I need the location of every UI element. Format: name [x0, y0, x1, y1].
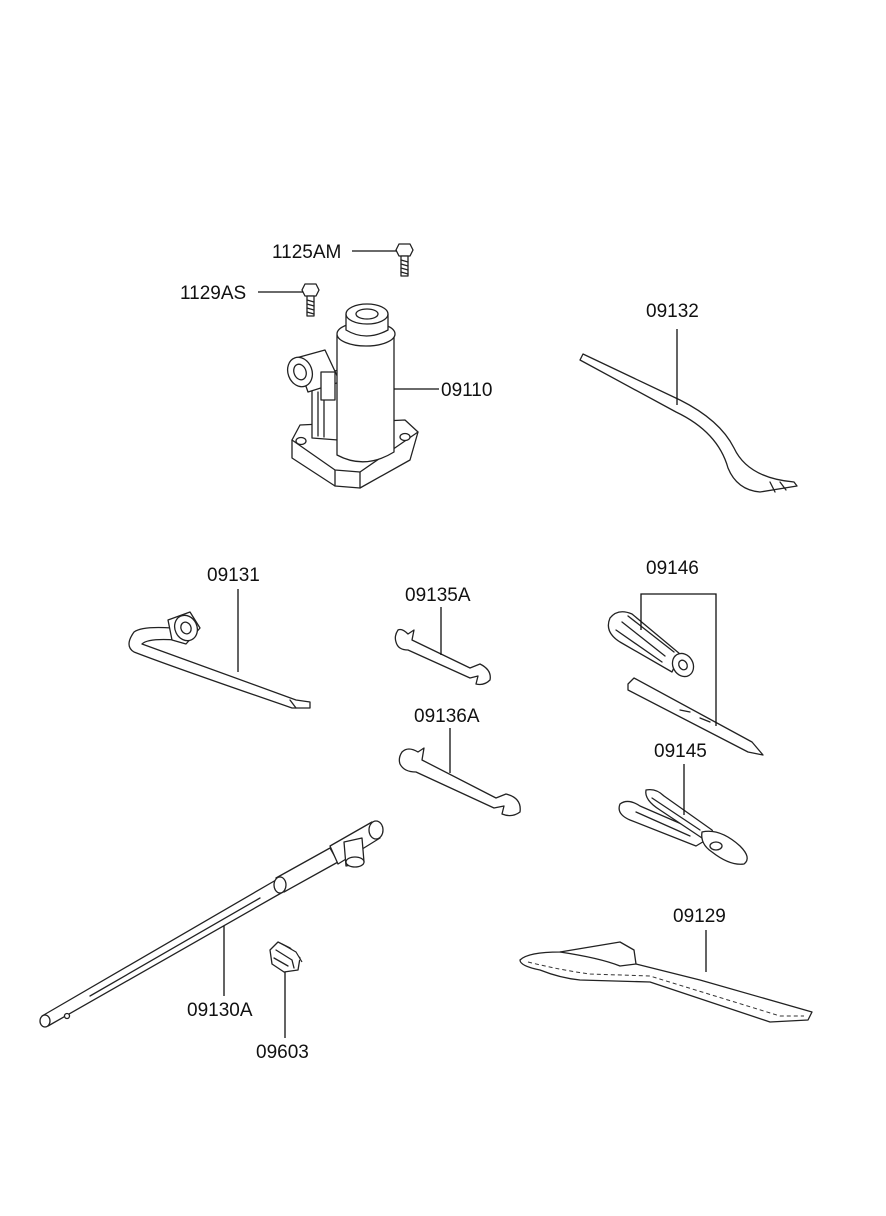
label-09129: 09129: [673, 906, 726, 927]
bolt-1129as-icon: [301, 283, 320, 317]
screwdriver-09146-icon: [607, 611, 764, 756]
pliers-09145-icon: [618, 788, 748, 865]
label-09136a: 09136A: [414, 706, 480, 727]
clip-09603-icon: [269, 941, 303, 973]
jack-handle-09130a-icon: [39, 820, 384, 1028]
spanner-09135a-icon: [394, 628, 491, 686]
bolt-1125am-icon: [395, 243, 414, 277]
label-1129as: 1129AS: [180, 283, 246, 304]
wheel-brace-09132-icon: [579, 353, 798, 493]
box-wrench-09131-icon: [128, 611, 311, 709]
label-09131: 09131: [207, 565, 260, 586]
label-09110: 09110: [441, 380, 492, 401]
tool-bag-09129-icon: [519, 941, 813, 1023]
label-09603: 09603: [256, 1042, 309, 1063]
spanner-09136a-icon: [398, 747, 521, 817]
label-1125am: 1125AM: [272, 242, 341, 263]
jack-09110-icon: [286, 303, 419, 489]
leader-lines: [223, 250, 717, 1038]
label-09132: 09132: [646, 301, 699, 322]
label-09130a: 09130A: [187, 1000, 253, 1021]
label-09145: 09145: [654, 741, 707, 762]
label-09146: 09146: [646, 558, 699, 579]
label-09135a: 09135A: [405, 585, 471, 606]
